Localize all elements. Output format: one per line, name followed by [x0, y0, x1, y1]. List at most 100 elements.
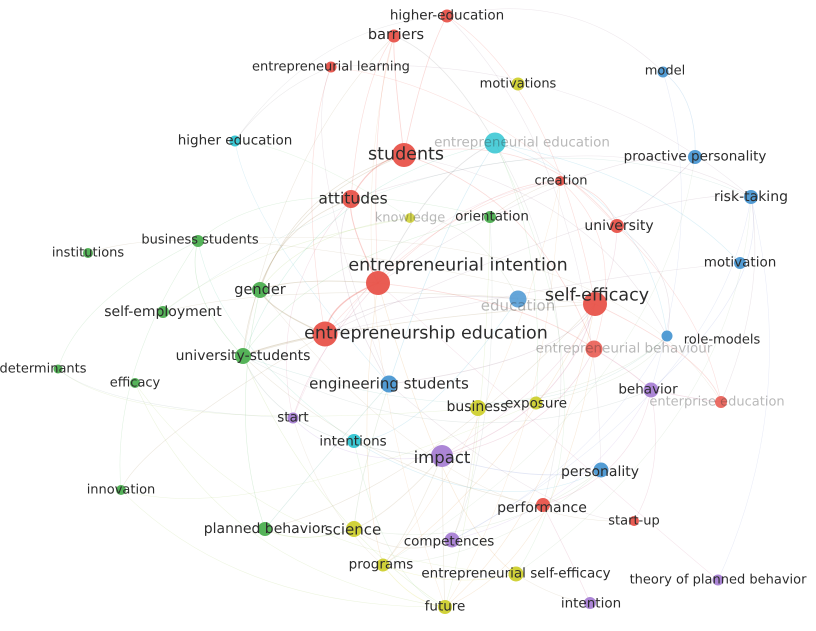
- network-node[interactable]: [157, 306, 169, 318]
- network-node[interactable]: [715, 396, 727, 408]
- node-label[interactable]: orientation: [455, 208, 529, 225]
- network-node[interactable]: [252, 282, 268, 298]
- node-label[interactable]: entrepreneurial self-efficacy: [421, 565, 611, 582]
- network-node[interactable]: [511, 77, 525, 91]
- network-node[interactable]: [593, 462, 609, 478]
- node-label[interactable]: education: [480, 296, 556, 315]
- node-label[interactable]: entrepreneurial intention: [348, 255, 568, 276]
- network-node[interactable]: [661, 330, 673, 342]
- network-node[interactable]: [629, 516, 639, 526]
- network-node[interactable]: [584, 597, 596, 609]
- network-node[interactable]: [484, 132, 506, 154]
- node-label[interactable]: competences: [403, 533, 495, 550]
- node-label[interactable]: start: [277, 409, 309, 426]
- node-label[interactable]: gender: [234, 281, 286, 298]
- node-label[interactable]: engineering students: [309, 374, 469, 393]
- network-node[interactable]: [712, 574, 724, 586]
- node-label[interactable]: planned behavior: [203, 521, 327, 537]
- node-label[interactable]: higher education: [177, 132, 293, 149]
- network-node[interactable]: [583, 292, 607, 316]
- network-node[interactable]: [688, 150, 702, 164]
- network-node[interactable]: [229, 135, 241, 147]
- network-node[interactable]: [509, 290, 527, 308]
- network-node[interactable]: [657, 66, 669, 78]
- node-label[interactable]: determinants: [0, 361, 87, 377]
- node-label[interactable]: programs: [348, 556, 414, 573]
- node-label[interactable]: university-students: [175, 348, 311, 364]
- node-label[interactable]: proactive personality: [623, 148, 767, 165]
- node-label[interactable]: impact: [413, 447, 471, 467]
- network-node[interactable]: [83, 248, 93, 258]
- network-node[interactable]: [235, 348, 251, 364]
- node-label[interactable]: role-models: [683, 332, 761, 348]
- node-label[interactable]: attitudes: [318, 189, 388, 208]
- network-node[interactable]: [484, 211, 496, 223]
- network-node[interactable]: [405, 213, 415, 223]
- network-node[interactable]: [585, 340, 603, 358]
- node-label[interactable]: knowledge: [374, 210, 446, 226]
- node-label[interactable]: exposure: [504, 395, 568, 412]
- node-label[interactable]: self-efficacy: [544, 285, 650, 306]
- network-node[interactable]: [440, 9, 454, 23]
- network-node[interactable]: [536, 498, 550, 512]
- network-node[interactable]: [643, 382, 659, 398]
- network-node[interactable]: [392, 143, 416, 167]
- node-label[interactable]: personality: [560, 464, 640, 480]
- network-node[interactable]: [312, 321, 338, 347]
- node-label[interactable]: university: [584, 218, 654, 234]
- network-node[interactable]: [444, 532, 460, 548]
- node-label[interactable]: motivation: [703, 254, 777, 271]
- node-label[interactable]: students: [367, 144, 445, 165]
- node-label[interactable]: business students: [141, 232, 259, 248]
- network-node[interactable]: [380, 375, 398, 393]
- network-node[interactable]: [529, 396, 543, 410]
- node-label[interactable]: model: [644, 63, 686, 79]
- network-node[interactable]: [325, 61, 337, 73]
- network-node[interactable]: [508, 566, 524, 582]
- node-label[interactable]: efficacy: [109, 375, 161, 391]
- node-label[interactable]: entrepreneurial behaviour: [535, 340, 713, 357]
- network-node[interactable]: [376, 558, 390, 572]
- network-node[interactable]: [470, 400, 486, 416]
- network-node[interactable]: [287, 412, 299, 424]
- network-node[interactable]: [347, 434, 361, 448]
- node-label[interactable]: entrepreneurship education: [304, 323, 548, 344]
- node-label[interactable]: start-up: [608, 513, 660, 529]
- node-label[interactable]: behavior: [618, 381, 678, 398]
- network-node[interactable]: [130, 378, 140, 388]
- network-node[interactable]: [192, 235, 204, 247]
- network-node[interactable]: [366, 271, 390, 295]
- node-label[interactable]: risk-taking: [714, 189, 788, 205]
- network-node[interactable]: [610, 219, 624, 233]
- node-label[interactable]: enterprise education: [649, 394, 785, 410]
- network-node[interactable]: [438, 600, 452, 614]
- node-label[interactable]: innovation: [86, 482, 156, 498]
- node-label[interactable]: entrepreneurial learning: [252, 59, 410, 75]
- node-label[interactable]: higher-education: [389, 7, 505, 24]
- network-node[interactable]: [346, 521, 362, 537]
- network-node[interactable]: [431, 445, 453, 467]
- network-node[interactable]: [387, 29, 401, 43]
- network-node[interactable]: [555, 176, 565, 186]
- network-node[interactable]: [734, 257, 746, 269]
- network-node[interactable]: [116, 485, 126, 495]
- node-label[interactable]: self-employment: [104, 304, 222, 320]
- node-label[interactable]: barriers: [367, 26, 425, 43]
- node-label[interactable]: business: [446, 399, 508, 415]
- network-node[interactable]: [53, 364, 63, 374]
- node-label[interactable]: motivations: [479, 76, 557, 92]
- node-label[interactable]: intention: [560, 595, 622, 612]
- node-label[interactable]: science: [324, 520, 382, 539]
- network-node[interactable]: [342, 190, 360, 208]
- node-label[interactable]: intentions: [319, 433, 387, 450]
- network-node[interactable]: [744, 190, 758, 204]
- node-label[interactable]: creation: [534, 173, 588, 189]
- network-node[interactable]: [258, 522, 272, 536]
- node-label[interactable]: future: [424, 598, 466, 615]
- node-label[interactable]: theory of planned behavior: [629, 572, 807, 588]
- node-label[interactable]: institutions: [51, 245, 125, 261]
- node-label[interactable]: performance: [497, 500, 587, 516]
- node-label[interactable]: entrepreneurial education: [434, 134, 610, 151]
